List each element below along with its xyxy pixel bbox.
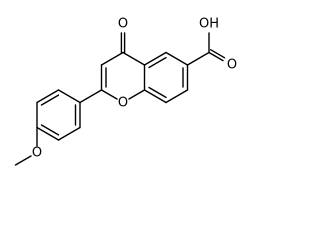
bond-o1-c2 <box>100 89 118 100</box>
carboxylic-acid <box>186 32 226 66</box>
benzo-ring <box>143 51 189 104</box>
bond-c4a-c5 <box>143 51 167 66</box>
bond-c7-c8 <box>165 89 189 104</box>
bond-o-ch3 <box>14 155 32 166</box>
bond-c8-c8a-inner <box>148 86 167 99</box>
bond-c4p-c5p <box>36 126 60 141</box>
ring-oxygen-label: O <box>118 96 128 111</box>
acid-carbonyl-oxygen-label: O <box>227 58 237 73</box>
molecule-drawing: O O OH O O <box>14 17 237 166</box>
bond-c8-c8a <box>143 89 167 104</box>
acid-hydroxyl-label: OH <box>199 17 219 32</box>
ketone-oxygen-label: O <box>118 17 128 32</box>
methoxyphenyl-ring <box>36 89 103 141</box>
pyranone-ring <box>100 32 146 100</box>
bond-c-o-b <box>209 49 226 59</box>
structure-diagram: O O OH O O <box>14 17 237 166</box>
bond-c3-c4 <box>100 51 124 66</box>
bond-c1p-c2p <box>57 89 81 104</box>
bond-c6-cooh <box>186 51 210 66</box>
bond-c8a-o1 <box>128 89 146 100</box>
bond-c4p-c5p-inner <box>40 124 60 136</box>
bond-c4a-c5-inner <box>148 56 167 69</box>
bond-c5-c6 <box>165 51 189 66</box>
bond-c-o-a <box>208 51 224 62</box>
bond-c2p-c3p-inner <box>40 94 60 106</box>
bond-c5p-c6p <box>57 126 81 141</box>
methoxy-oxygen-label: O <box>32 146 42 161</box>
bond-c2-c1p <box>79 89 103 104</box>
bond-c2p-c3p <box>36 89 60 104</box>
bond-c4-c4a <box>122 51 146 66</box>
methoxy-group <box>14 126 38 166</box>
